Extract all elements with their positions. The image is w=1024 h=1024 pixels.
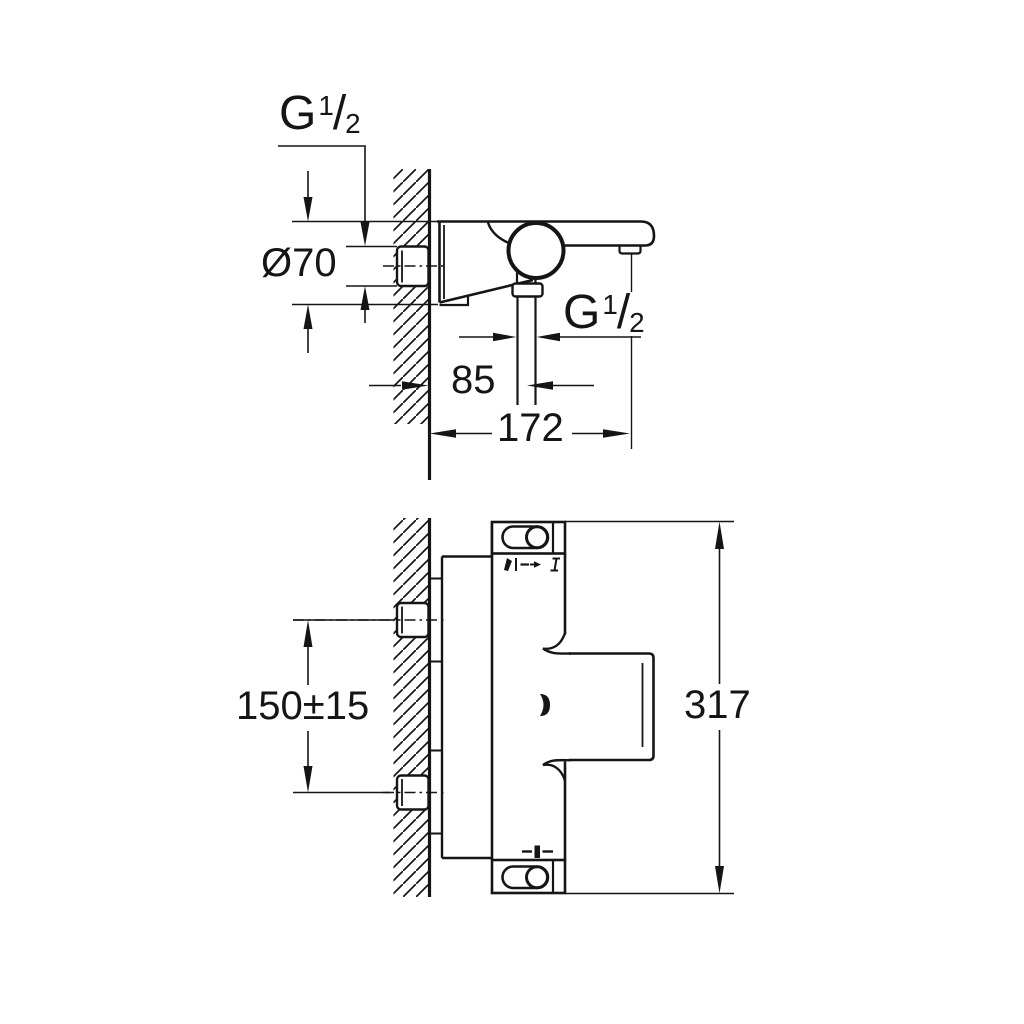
eco-stop-icon [522, 845, 553, 858]
escutcheon-foot [439, 295, 470, 307]
outlet-offset-dimension [369, 381, 594, 390]
supply-connection-nuts [293, 601, 446, 811]
wall-thread-dimension [278, 145, 397, 323]
handle-knob-side [506, 221, 566, 280]
shower-outlet-tube [516, 296, 537, 405]
overall-width-label: 317 [684, 683, 751, 727]
mixer-body-side [437, 220, 656, 405]
spout-length-dimension [429, 429, 630, 438]
connection-spacing-dimension [303, 620, 313, 793]
overall-width-dimension [565, 520, 734, 895]
bath-fill-icon [550, 557, 560, 572]
wall-hatching [393, 518, 429, 897]
hand-shower-icon [504, 558, 512, 571]
escutcheon-diameter-dimension [292, 171, 438, 353]
handle-legend-icons [504, 557, 560, 572]
handle-grip-dot [525, 865, 549, 890]
outlet-offset-label: 85 [451, 358, 496, 402]
spout-length-label: 172 [497, 406, 564, 450]
inlet-connection-nut [383, 245, 444, 288]
wall-thread-label: G1/2 [279, 87, 361, 140]
outlet-thread-dimension [459, 332, 641, 342]
escutcheon-diameter-label: Ø70 [261, 241, 337, 285]
front-view [293, 518, 734, 897]
handle-grip-dot [525, 525, 549, 550]
mounting-plate [429, 555, 492, 860]
spout-aerator [618, 245, 642, 255]
temperature-handle [490, 520, 567, 555]
body-fillet [486, 222, 511, 245]
wall-hatching [393, 169, 429, 424]
brand-mark-icon [540, 694, 550, 716]
mixer-body-front [490, 520, 655, 895]
side-view [278, 145, 656, 480]
diverter-handle [490, 858, 567, 895]
spout-front [542, 632, 655, 781]
spout-top-contour [437, 220, 656, 247]
shower-outlet-nut [511, 282, 544, 298]
outlet-thread-label: G1/2 [563, 286, 645, 339]
connection-spacing-label: 150±15 [236, 684, 370, 728]
